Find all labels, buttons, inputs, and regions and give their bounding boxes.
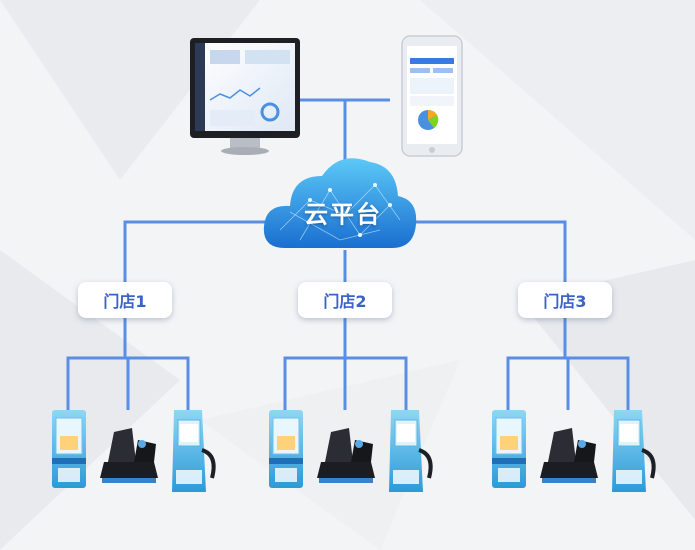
connection-lines <box>66 98 630 410</box>
smartphone-icon <box>401 35 463 157</box>
cloud-icon <box>263 158 417 248</box>
claw-machine-icon <box>52 410 86 488</box>
line-cloud-store3 <box>408 220 567 300</box>
arcade-cabinet-icon <box>172 410 216 492</box>
arcade-cabinet-icon <box>612 410 656 492</box>
store-2-box: 门店2 <box>298 282 392 318</box>
store-1-box: 门店1 <box>78 282 172 318</box>
arcade-cabinet-icon <box>389 410 433 492</box>
machines <box>52 410 656 492</box>
store-2-label: 门店2 <box>323 292 367 311</box>
store-3-box: 门店3 <box>518 282 612 318</box>
racing-simulator-icon <box>540 428 598 483</box>
store-1-label: 门店1 <box>103 292 147 311</box>
store-3-label: 门店3 <box>543 292 587 311</box>
desktop-monitor-icon <box>190 38 300 155</box>
racing-simulator-icon <box>100 428 158 483</box>
cloud-platform-label: 云平台 <box>304 200 382 229</box>
claw-machine-icon <box>492 410 526 488</box>
claw-machine-icon <box>269 410 303 488</box>
racing-simulator-icon <box>317 428 375 483</box>
line-cloud-store1 <box>123 220 278 300</box>
